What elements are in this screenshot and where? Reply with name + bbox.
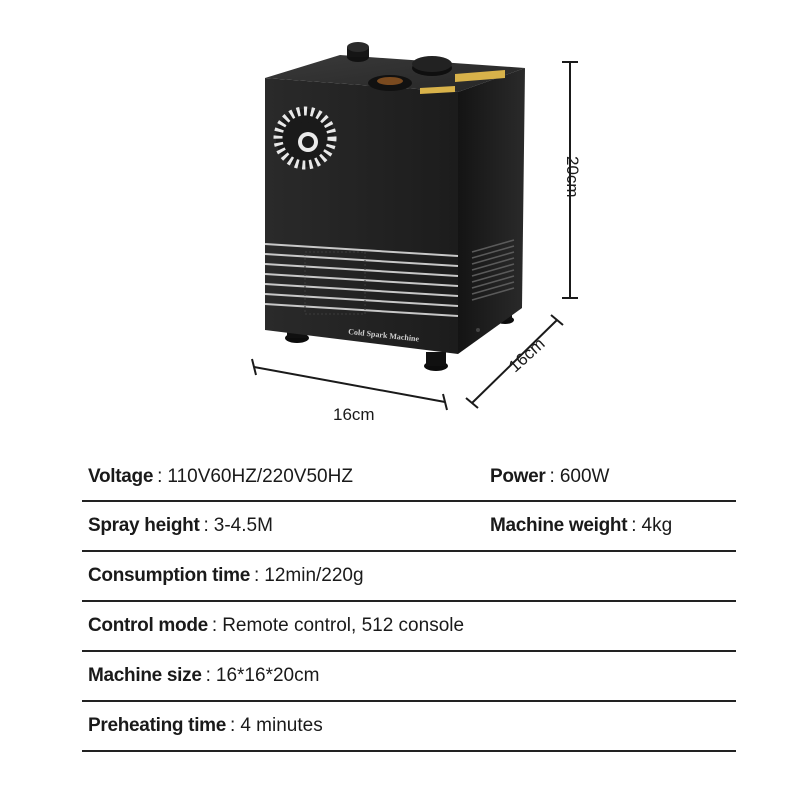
- spec-item-power: Power:600W: [490, 465, 610, 487]
- spec-row: Machine size:16*16*20cm: [82, 652, 736, 702]
- spec-key: Machine weight: [490, 515, 628, 536]
- spec-row: Control mode:Remote control, 512 console: [82, 602, 736, 652]
- product-figure: Cold Spark Machine 16cm 16cm 20cm: [251, 42, 582, 424]
- spec-row: Preheating time:4 minutes: [82, 702, 736, 752]
- spec-item-machine-weight: Machine weight:4kg: [490, 515, 673, 536]
- spec-row: Spray height:3-4.5M Machine weight:4kg: [82, 502, 736, 552]
- height-dimension-label: 20cm: [563, 156, 582, 198]
- spec-item-spray-height: Spray height:3-4.5M: [88, 515, 273, 536]
- spec-key: Preheating time: [88, 715, 227, 736]
- spec-value: 3-4.5M: [213, 515, 273, 536]
- width-dimension-line: [251, 358, 448, 411]
- spec-key: Power: [490, 465, 546, 487]
- spec-row: Consumption time:12min/220g: [82, 552, 736, 602]
- warning-label-icon: [420, 86, 455, 94]
- spec-item-voltage: Voltage:110V60HZ/220V50HZ: [88, 465, 353, 487]
- machine-top: [265, 55, 525, 92]
- spec-value: 4 minutes: [240, 715, 323, 736]
- spec-value: 110V60HZ/220V50HZ: [167, 465, 353, 487]
- fan-icon: [273, 106, 337, 170]
- spec-table: Voltage:110V60HZ/220V50HZ Power:600W Spr…: [82, 453, 736, 752]
- spec-key: Consumption time: [88, 565, 250, 586]
- side-vent: [471, 239, 515, 301]
- spec-key: Control mode: [88, 615, 208, 636]
- spec-item-machine-size: Machine size:16*16*20cm: [88, 665, 320, 686]
- height-dimension-line: [562, 61, 578, 299]
- spec-row: Voltage:110V60HZ/220V50HZ Power:600W: [82, 453, 736, 502]
- front-vent: [264, 243, 459, 317]
- spec-item-preheating-time: Preheating time:4 minutes: [88, 715, 323, 736]
- spec-value: Remote control, 512 console: [222, 615, 465, 636]
- spec-key: Spray height: [88, 515, 200, 536]
- warning-label-icon: [455, 70, 505, 82]
- spec-value: 16*16*20cm: [215, 665, 320, 686]
- depth-dimension-line: [465, 314, 564, 409]
- width-dimension-label: 16cm: [333, 405, 375, 424]
- spec-value: 600W: [559, 465, 610, 487]
- spec-item-control-mode: Control mode:Remote control, 512 console: [88, 615, 465, 636]
- spec-value: 4kg: [641, 515, 673, 536]
- spec-item-consumption-time: Consumption time:12min/220g: [88, 565, 364, 586]
- spec-key: Voltage: [88, 465, 154, 487]
- spec-value: 12min/220g: [264, 565, 364, 586]
- machine-illustration: Cold Spark Machine: [251, 42, 578, 411]
- side-port-icon: [476, 328, 480, 332]
- machine-side: [458, 68, 525, 354]
- spec-key: Machine size: [88, 665, 202, 686]
